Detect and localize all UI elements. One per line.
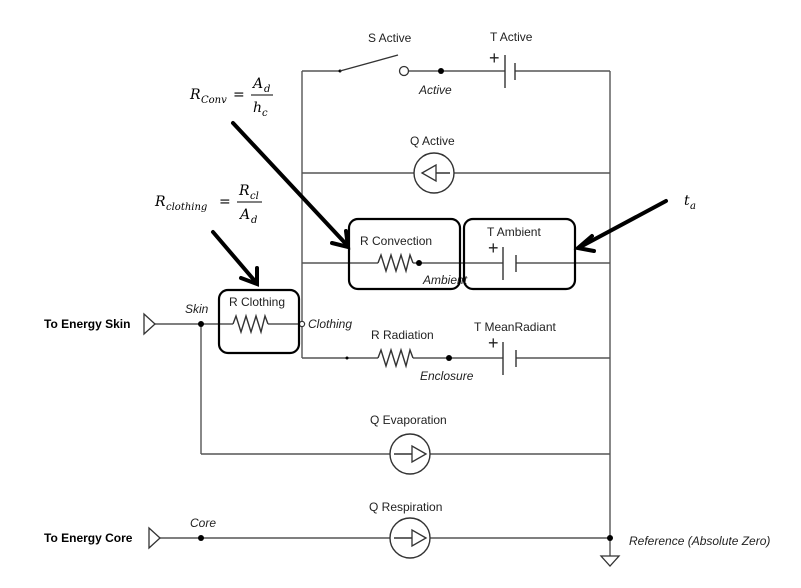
- svg-text:Conv: Conv: [201, 95, 227, 106]
- svg-text:A: A: [238, 207, 250, 223]
- symbol-t-a: t a: [684, 193, 696, 212]
- label-port-energy-skin: To Energy Skin: [44, 317, 130, 331]
- node-ambient: Ambient: [422, 273, 468, 287]
- source-q-active: [413, 152, 455, 194]
- battery-t-meanradiant: [502, 342, 517, 375]
- svg-text:clothing: clothing: [166, 202, 207, 213]
- node-clothing: Clothing: [308, 317, 352, 331]
- highlight-box-ambient: [462, 217, 577, 291]
- node-core: Core: [190, 516, 216, 530]
- resistor-r-clothing: [232, 313, 306, 335]
- svg-text:=: =: [219, 194, 231, 210]
- battery-t-active: [504, 55, 516, 88]
- highlight-box-convection: [347, 217, 462, 291]
- label-reference: Reference (Absolute Zero): [629, 534, 770, 548]
- label-r-clothing: R Clothing: [229, 295, 285, 309]
- wires: [155, 70, 611, 556]
- reference-ground: Reference (Absolute Zero): [599, 534, 770, 567]
- source-q-evaporation: [389, 433, 431, 475]
- port-energy-skin[interactable]: To Energy Skin: [44, 312, 156, 336]
- label-t-meanradiant: T MeanRadiant: [474, 320, 556, 334]
- equation-r-clothing: R clothing = R cl A d: [154, 183, 262, 226]
- svg-text:t: t: [684, 193, 690, 209]
- equation-r-conv: R Conv = A d h c: [189, 76, 273, 119]
- svg-text:cl: cl: [250, 191, 259, 202]
- label-r-radiation: R Radiation: [371, 328, 434, 342]
- plus-sign-t-meanradiant: +: [488, 333, 499, 353]
- label-q-evaporation: Q Evaporation: [370, 413, 447, 427]
- label-t-ambient: T Ambient: [487, 225, 541, 239]
- svg-text:h: h: [253, 100, 262, 116]
- svg-text:R: R: [238, 183, 250, 199]
- plus-sign-t-ambient: +: [488, 238, 499, 258]
- svg-text:R: R: [189, 87, 201, 103]
- node-skin: Skin: [185, 302, 209, 316]
- svg-text:c: c: [262, 108, 268, 119]
- label-r-convection: R Convection: [360, 234, 432, 248]
- label-port-energy-core: To Energy Core: [44, 531, 133, 545]
- node-active: Active: [418, 83, 452, 97]
- svg-text:a: a: [690, 201, 696, 212]
- svg-text:d: d: [264, 84, 270, 95]
- resistor-r-convection: [377, 252, 414, 274]
- node-enclosure: Enclosure: [420, 369, 474, 383]
- svg-text:d: d: [251, 215, 257, 226]
- node-dots: [198, 68, 613, 541]
- source-q-respiration: [389, 517, 431, 559]
- battery-t-ambient: [502, 247, 517, 280]
- label-q-respiration: Q Respiration: [369, 500, 442, 514]
- svg-text:R: R: [154, 194, 166, 210]
- svg-text:A: A: [251, 76, 263, 92]
- annotation-arrows: [211, 121, 668, 287]
- label-t-active: T Active: [490, 30, 533, 44]
- switch-s-active: [338, 54, 410, 77]
- svg-text:=: =: [233, 87, 245, 103]
- label-q-active: Q Active: [410, 134, 455, 148]
- port-energy-core[interactable]: To Energy Core: [44, 526, 161, 550]
- plus-sign-t-active: +: [489, 48, 500, 68]
- resistor-r-radiation: [377, 347, 414, 369]
- highlight-box-clothing: [217, 288, 301, 355]
- label-s-active: S Active: [368, 31, 412, 45]
